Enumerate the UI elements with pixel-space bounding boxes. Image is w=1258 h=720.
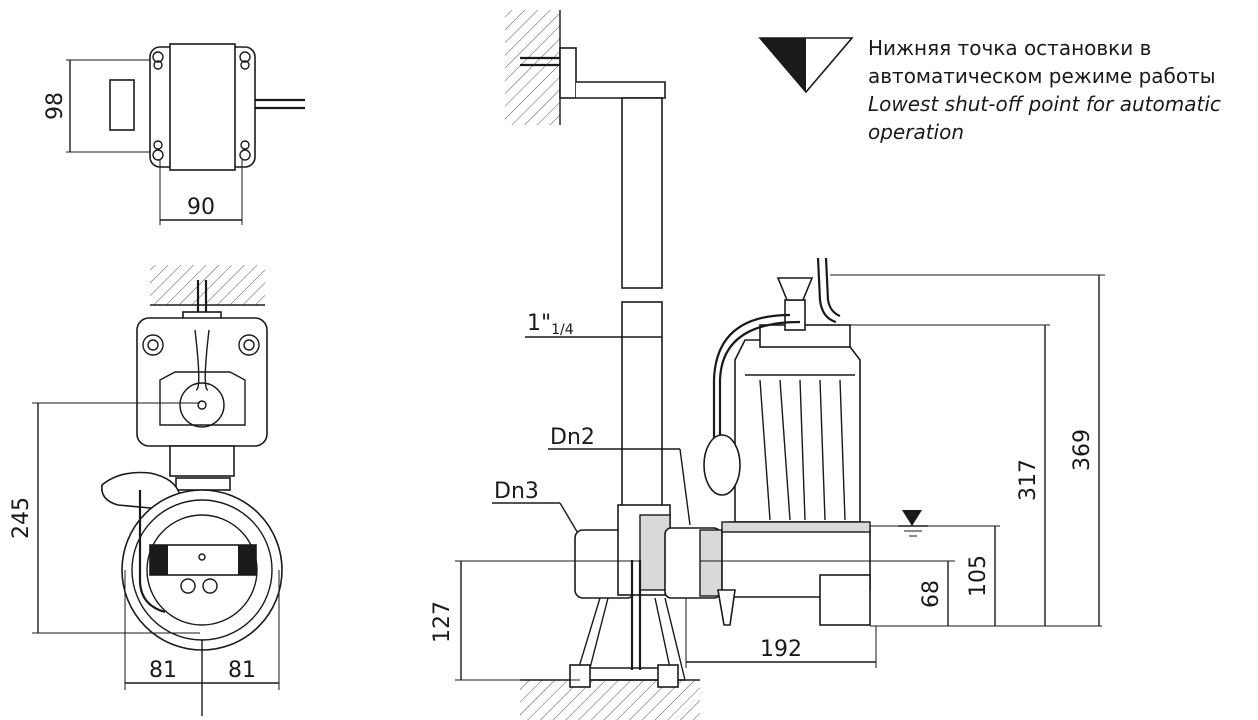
label-dn2: Dn2	[550, 425, 595, 450]
dim-pipe-size-sub: 1/4	[551, 322, 574, 338]
water-level-icon	[902, 510, 922, 526]
dim-shutoff-height: 105	[966, 555, 991, 597]
legend-ru-line-2: автоматическом режиме работы	[868, 64, 1216, 88]
dim-base-height: 127	[430, 601, 455, 643]
front-view	[32, 265, 283, 716]
dim-front-left: 81	[149, 658, 177, 683]
shutoff-legend: Нижняя точка остановки в автоматическом …	[868, 34, 1258, 146]
legend-en-line-2: operation	[868, 120, 965, 144]
dim-length: 192	[760, 637, 802, 662]
dim-total-height: 369	[1070, 429, 1095, 471]
wall-hatch-icon	[150, 265, 265, 305]
legend-en-line-1: Lowest shut-off point for automatic	[868, 92, 1221, 116]
dim-top-width: 90	[187, 195, 215, 220]
label-dn3: Dn3	[494, 479, 539, 504]
dim-front-right: 81	[228, 658, 256, 683]
side-view	[455, 10, 1105, 720]
dim-axis-height: 68	[919, 580, 944, 608]
dim-top-height: 98	[43, 92, 68, 120]
dim-front-height: 245	[9, 497, 34, 539]
dim-pipe-size: 1"1/4	[527, 311, 574, 338]
top-view	[66, 43, 305, 225]
dim-body-height: 317	[1016, 459, 1041, 501]
dim-pipe-size-main: 1"	[527, 311, 551, 336]
legend-ru-line-1: Нижняя точка остановки в	[868, 36, 1152, 60]
wall-hatch-icon	[505, 10, 560, 125]
shutoff-level-triangle-icon	[758, 37, 854, 94]
